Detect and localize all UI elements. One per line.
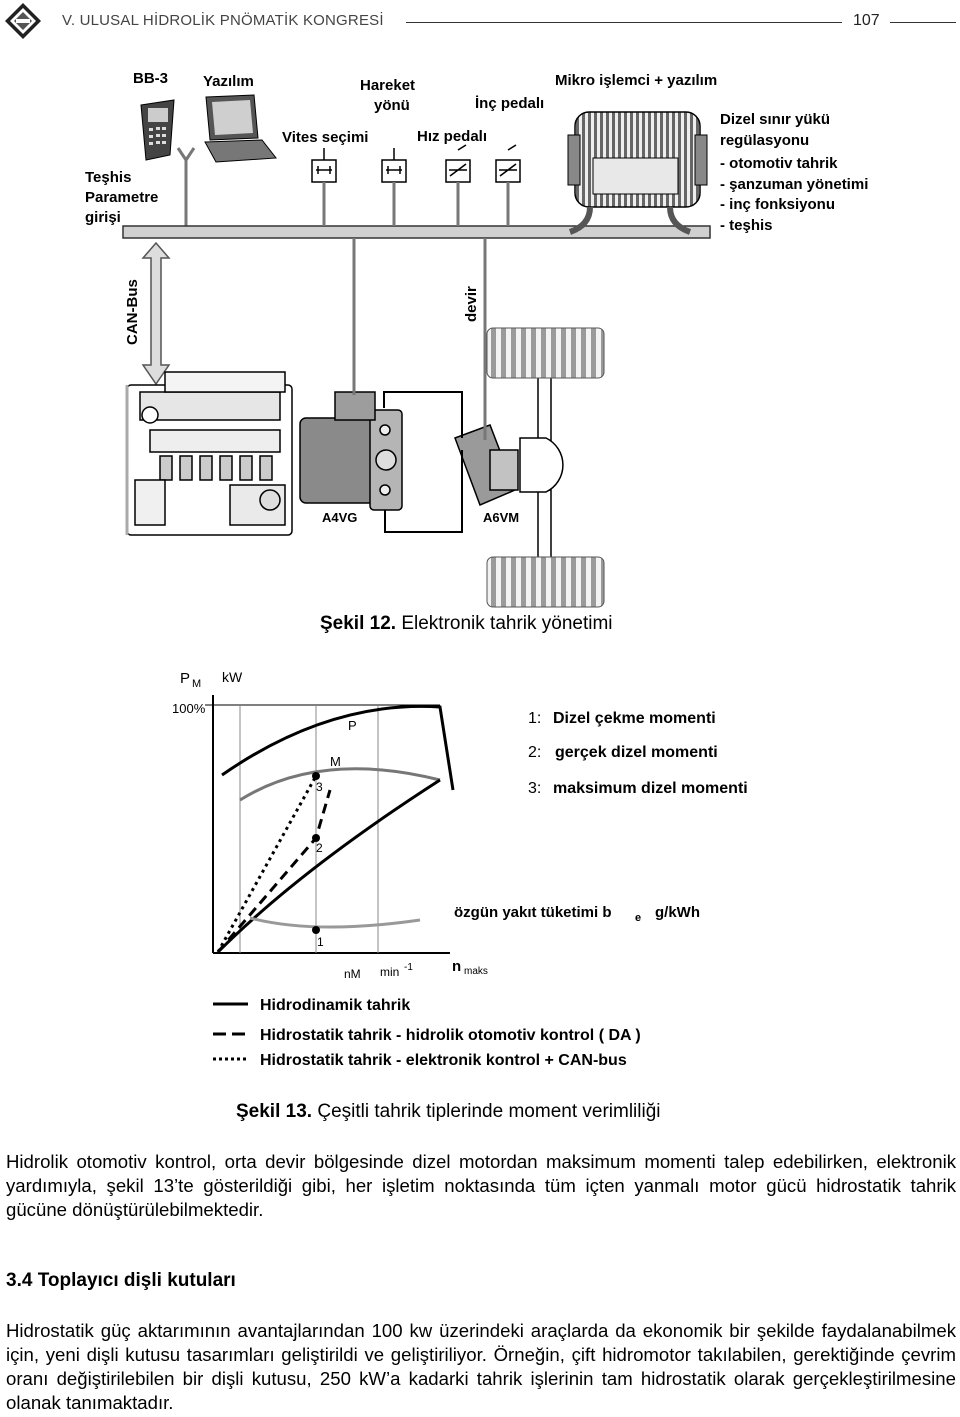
legend-dashed-text: Hidrostatik tahrik - hidrolik otomotiv k… bbox=[260, 1027, 641, 1044]
a6vm-motor bbox=[454, 424, 519, 506]
congress-logo bbox=[5, 3, 41, 39]
point-3 bbox=[312, 772, 320, 780]
axis-x-unit-exp: -1 bbox=[404, 962, 413, 973]
paragraph-gearboxes: Hidrostatik güç aktarımının avantajların… bbox=[6, 1320, 956, 1413]
label-motion-dir-1: Hareket bbox=[360, 77, 415, 94]
axis-y-sub: M bbox=[192, 678, 201, 690]
fuel-sub: e bbox=[635, 912, 641, 924]
fuel-label: özgün yakıt tüketimi b bbox=[454, 904, 612, 921]
label-a6vm: A6VM bbox=[483, 510, 519, 525]
figure-12-diagram: BB-3 Yazılım Hareket yönü İnç pedalı Mik… bbox=[85, 70, 868, 608]
axle bbox=[519, 374, 564, 561]
header-title: V. ULUSAL HİDROLİK PNÖMATİK KONGRESİ bbox=[62, 12, 384, 29]
label-speed-pedal: Hız pedalı bbox=[417, 128, 487, 145]
legend-dotted-text: Hidrostatik tahrik - elektronik kontrol … bbox=[260, 1052, 627, 1069]
fuel-unit: g/kWh bbox=[655, 904, 700, 921]
label-diagnosis-1: Teşhis bbox=[85, 169, 131, 186]
label-devir: devir bbox=[463, 286, 480, 322]
label-software: Yazılım bbox=[203, 73, 254, 90]
legend-num-1: 1: bbox=[528, 710, 541, 727]
label-m: M bbox=[330, 754, 341, 769]
label-diagnosis-2: Parametre bbox=[85, 189, 158, 206]
laptop-icon bbox=[204, 94, 277, 163]
label-gear-selection: Vites seçimi bbox=[282, 129, 368, 146]
label-point-2: 2 bbox=[316, 841, 323, 855]
legend-text-3: maksimum dizel momenti bbox=[553, 780, 748, 797]
label-point-1: 1 bbox=[317, 935, 324, 949]
label-bb3: BB-3 bbox=[133, 70, 168, 87]
canbus-arrow bbox=[141, 241, 171, 386]
label-a4vg: A4VG bbox=[322, 510, 357, 525]
label-motion-dir-2: yönü bbox=[374, 97, 410, 114]
bb3-handheld-icon bbox=[140, 99, 175, 161]
wheel-top bbox=[486, 327, 605, 379]
legend-num-2: 2: bbox=[528, 744, 541, 761]
label-bullet-automotive: - otomotiv tahrik bbox=[720, 155, 838, 172]
a4vg-pump bbox=[299, 391, 403, 511]
point-2 bbox=[312, 834, 320, 842]
axis-y-symbol: P bbox=[180, 670, 190, 687]
label-bullet-transmission: - şanzuman yönetimi bbox=[720, 176, 868, 193]
axis-x-nmax-sub: maks bbox=[464, 966, 488, 977]
label-inch-pedal: İnç pedalı bbox=[475, 95, 544, 112]
microcontroller-unit-icon bbox=[567, 111, 708, 208]
axis-y-unit: kW bbox=[222, 669, 243, 685]
figure-13-caption-text: Çeşitli tahrik tiplerinde moment verimli… bbox=[312, 1101, 661, 1122]
diesel-engine bbox=[126, 371, 293, 536]
label-microprocessor: Mikro işlemci + yazılım bbox=[555, 72, 717, 89]
label-diagnosis-3: girişi bbox=[85, 209, 121, 226]
header-rule-left bbox=[406, 22, 842, 23]
paragraph-electronic-control: Hidrolik otomotiv kontrol, orta devir bö… bbox=[6, 1151, 956, 1220]
label-point-3: 3 bbox=[316, 780, 323, 794]
legend-solid-text: Hidrodinamik tahrik bbox=[260, 997, 410, 1014]
label-p: P bbox=[348, 718, 357, 733]
axis-x-nmax: n bbox=[452, 958, 461, 975]
curve-drag-moment bbox=[239, 767, 441, 802]
axis-x-unit: min bbox=[380, 965, 399, 979]
legend-num-3: 3: bbox=[528, 780, 541, 797]
legend-text-1: Dizel çekme momenti bbox=[553, 710, 716, 727]
curve-fuel-consumption bbox=[249, 916, 421, 929]
label-bullet-diagnosis: - teşhis bbox=[720, 217, 773, 234]
figure-12-caption: Şekil 12. Elektronik tahrik yönetimi bbox=[320, 613, 613, 635]
wheel-bottom bbox=[486, 556, 605, 608]
figure-13-caption: Şekil 13. Çeşitli tahrik tiplerinde mome… bbox=[236, 1101, 661, 1123]
curve-hydrostatic-electronic bbox=[216, 775, 318, 953]
legend-text-2: gerçek dizel momenti bbox=[555, 744, 718, 761]
page-number: 107 bbox=[853, 12, 880, 29]
label-diesel-limit-1: Dizel sınır yükü bbox=[720, 111, 830, 128]
figure-12-caption-bold: Şekil 12. bbox=[320, 613, 397, 634]
axis-y-top: 100% bbox=[172, 701, 206, 716]
point-1 bbox=[312, 926, 320, 934]
curve-max-moment bbox=[221, 704, 455, 791]
figure-12-caption-text: Elektronik tahrik yönetimi bbox=[396, 613, 613, 634]
figure-13-chart: P M kW 100% P M 3 2 1 nM min -1 n maks 1… bbox=[172, 669, 748, 1069]
axis-x-nm: nM bbox=[344, 967, 361, 981]
figure-13-caption-bold: Şekil 13. bbox=[236, 1101, 313, 1122]
section-heading-3-4: 3.4 Toplayıcı dişli kutuları bbox=[6, 1270, 236, 1291]
label-diesel-limit-2: regülasyonu bbox=[720, 132, 809, 149]
label-canbus: CAN-Bus bbox=[124, 279, 141, 345]
header-rule-right bbox=[890, 22, 956, 23]
label-bullet-inch: - inç fonksiyonu bbox=[720, 196, 835, 213]
curve-hydrodynamic bbox=[216, 778, 441, 954]
